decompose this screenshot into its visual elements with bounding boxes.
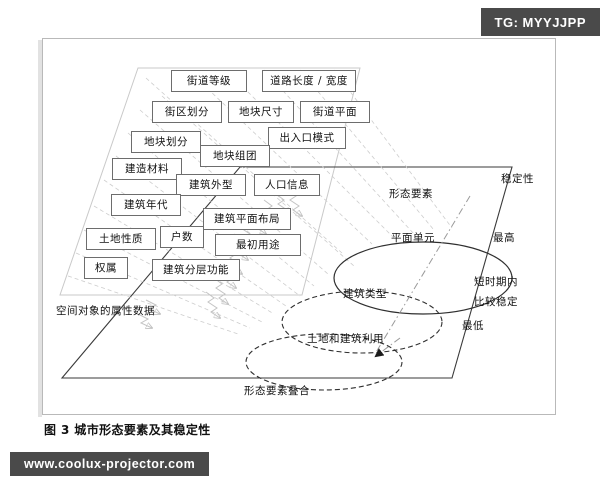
- attribute-box-building-floor-plan: 建筑平面布局: [203, 208, 291, 230]
- attribute-box-building-age: 建筑年代: [111, 194, 181, 216]
- label-stability: 稳定性: [501, 173, 534, 185]
- attribute-box-building-form: 建筑外型: [176, 174, 246, 196]
- attribute-box-street-grade: 街道等级: [171, 70, 247, 92]
- diagram-canvas: [59, 67, 513, 391]
- attribute-box-plot-cluster: 地块组团: [200, 145, 270, 167]
- attribute-box-property-right: 权属: [84, 257, 128, 279]
- tg-watermark-badge: TG: MYYJJPP: [480, 8, 600, 36]
- attribute-box-road-length-width: 道路长度 / 宽度: [262, 70, 356, 92]
- label-ellipse-land-building-use: 土地和建筑利用: [307, 333, 384, 345]
- ellipse-building-type: [281, 290, 443, 354]
- stability-axis-line: [374, 195, 471, 358]
- attribute-box-land-nature: 土地性质: [86, 228, 156, 250]
- attribute-box-building-floor-func: 建筑分层功能: [152, 259, 240, 281]
- attribute-box-construction-material: 建造材料: [112, 158, 182, 180]
- attribute-box-household-count: 户数: [160, 226, 204, 248]
- attribute-box-access-pattern: 出入口模式: [268, 127, 346, 149]
- lower-plane-outline: [60, 166, 513, 379]
- figure-frame: [42, 38, 556, 415]
- label-stability-lowest: 最低: [462, 320, 484, 332]
- label-upper-plane: 空间对象的属性数据: [56, 305, 155, 317]
- label-ellipse-plan-unit: 平面单元: [391, 232, 435, 244]
- attribute-box-block-division: 街区划分: [152, 101, 222, 123]
- attribute-box-plot-size: 地块尺寸: [228, 101, 294, 123]
- label-ellipse-building-type: 建筑类型: [343, 288, 387, 300]
- figure-frame-shadow: [38, 40, 42, 417]
- attribute-box-street-plan: 街道平面: [300, 101, 370, 123]
- label-stability-medium-line2: 比较稳定: [474, 296, 518, 308]
- label-stability-medium-line1: 短时期内: [474, 276, 518, 288]
- label-morphology-elements: 形态要素: [389, 188, 433, 200]
- label-stability-highest: 最高: [493, 232, 515, 244]
- figure-caption: 图 3 城市形态要素及其稳定性: [44, 423, 211, 437]
- upper-plane-outline: [59, 67, 361, 296]
- site-watermark-badge: www.coolux-projector.com: [10, 452, 210, 476]
- ellipse-land-building-use: [245, 333, 403, 391]
- ellipse-plan-unit: [333, 241, 513, 315]
- label-lower-plane: 形态要素叠合: [244, 385, 310, 397]
- attribute-box-population-info: 人口信息: [254, 174, 320, 196]
- attribute-box-original-use: 最初用途: [215, 234, 301, 256]
- attribute-box-plot-partition: 地块划分: [131, 131, 201, 153]
